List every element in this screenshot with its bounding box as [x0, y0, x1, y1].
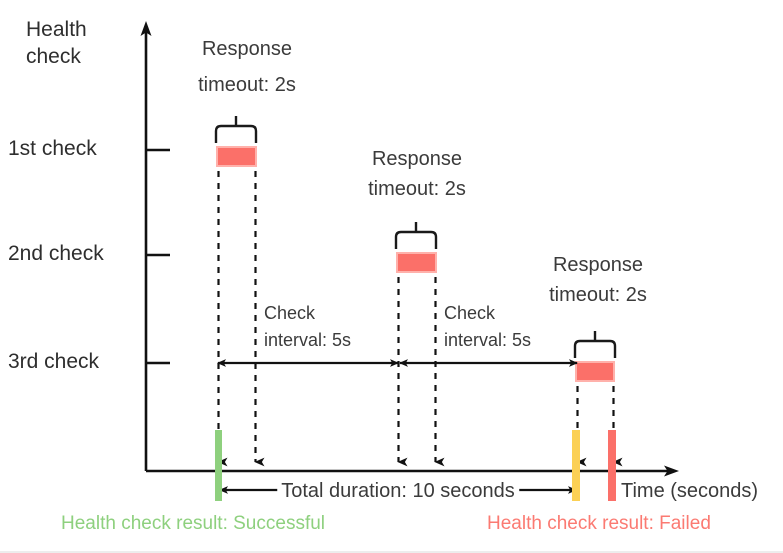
check-interval-2-label-line2: interval: 5s: [444, 330, 532, 350]
check-interval-2-label-line1: Check: [444, 303, 496, 323]
check-1-group: [214, 116, 265, 467]
check-3-group: [573, 331, 623, 467]
check-interval-1-label-line1: Check: [264, 303, 316, 323]
x-axis-title: Time (seconds): [621, 480, 759, 502]
check-2-timeout-label-line1: Response: [371, 148, 463, 170]
check-interval-1-label-line2: interval: 5s: [264, 330, 352, 350]
bottom-divider: [0, 551, 783, 553]
check-2-brace: [394, 230, 438, 249]
success-marker: [215, 430, 222, 501]
y-axis-title-line2: check: [26, 45, 81, 68]
check-3-timeout-label-line2: timeout: 2s: [549, 284, 647, 306]
check-2-timeout-bar-core: [398, 254, 435, 271]
check-1-timeout-label-line1: Response: [201, 38, 293, 60]
total-duration-label: Total duration: 10 seconds: [277, 478, 519, 504]
check-1-brace: [214, 124, 258, 143]
y-axis-title-line1: Health: [26, 18, 87, 41]
check-2-timeout-label-line2: timeout: 2s: [368, 178, 466, 200]
check-3-timeout-label-line1: Response: [552, 254, 644, 276]
check-3-brace: [573, 339, 617, 358]
y-tick-label-3rd-check: 3rd check: [8, 350, 100, 373]
result-failed-label: Health check result: Failed: [487, 513, 711, 534]
y-tick-label-1st-check: 1st check: [8, 137, 97, 160]
check-1-timeout-bar-core: [218, 148, 255, 165]
x-axis: [146, 465, 679, 477]
check-3-timeout-bar-core: [577, 363, 613, 380]
y-tick-label-2nd-check: 2nd check: [8, 242, 104, 265]
y-axis: [140, 21, 170, 471]
warning-marker: [572, 430, 580, 501]
result-successful-label: Health check result: Successful: [61, 513, 326, 534]
check-2-group: [394, 222, 445, 467]
check-1-timeout-label-line2: timeout: 2s: [198, 74, 296, 96]
result-markers: [215, 430, 616, 501]
failure-marker: [608, 430, 616, 501]
